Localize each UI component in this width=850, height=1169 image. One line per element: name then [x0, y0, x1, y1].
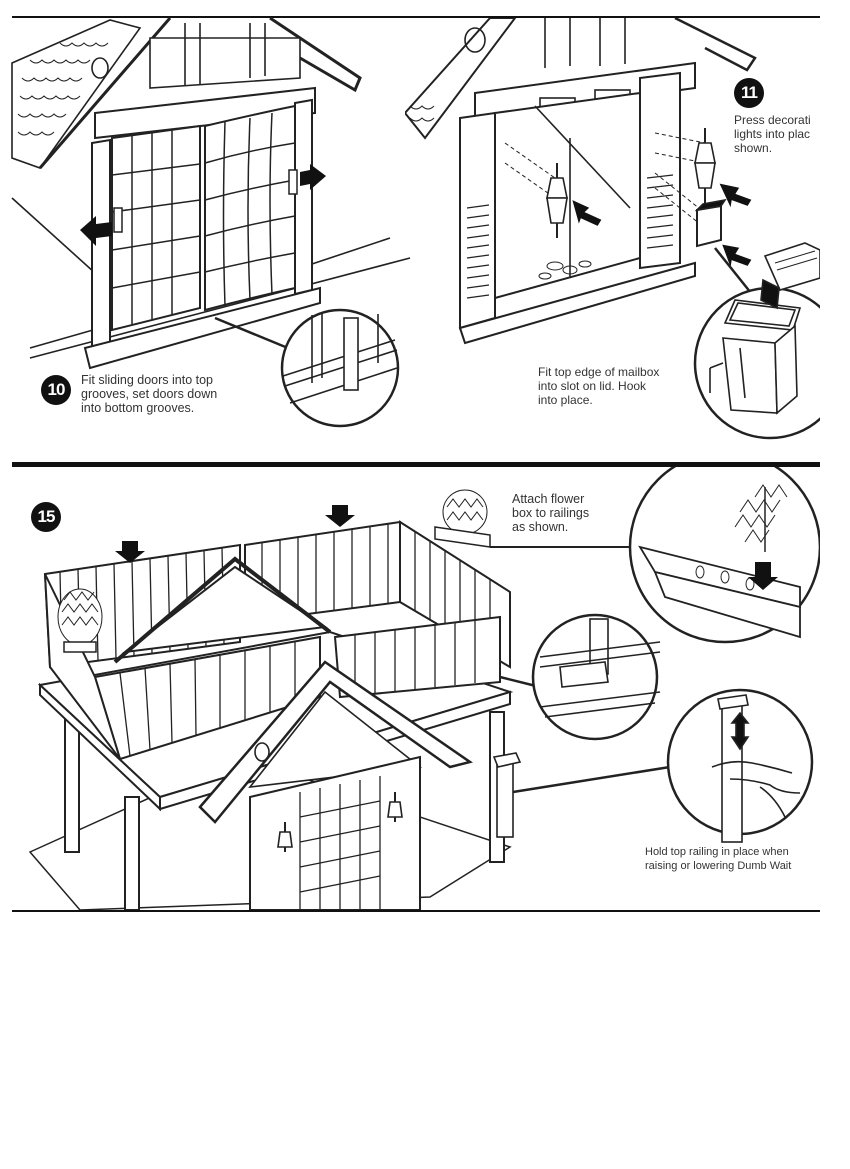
dumbwaiter-line-1: Hold top railing in place when [645, 846, 789, 858]
mailbox-line-2: into slot on lid. Hook [538, 379, 647, 393]
step-10-line-3: into bottom grooves. [81, 401, 195, 415]
top-divider-line [12, 16, 820, 18]
dumbwaiter-line-2: raising or lowering Dumb Wait [645, 860, 792, 872]
step-11-badge: 11 [734, 78, 764, 108]
step-11-line-1: Press decorati [734, 113, 811, 127]
step-11-line-2: lights into plac [734, 127, 811, 141]
step-15-illustration: 15 Attach flower box to railings as show… [0, 467, 820, 910]
flowerbox-instructions: Attach flower box to railings as shown. [512, 492, 589, 534]
dumbwaiter-instructions: Hold top railing in place when raising o… [645, 845, 791, 873]
middle-divider-line [12, 462, 820, 467]
step-11-line-3: shown. [734, 141, 773, 155]
mailbox-line-3: into place. [538, 393, 593, 407]
flowerbox-line-3: as shown. [512, 520, 569, 534]
step-10-line-2: grooves, set doors down [81, 387, 218, 401]
lantern-left [546, 163, 568, 238]
step-10-line-1: Fit sliding doors into top [81, 373, 214, 387]
mailbox-instructions: Fit top edge of mailbox into slot on lid… [538, 365, 659, 407]
flowerbox-line-2: box to railings [512, 506, 590, 520]
step-10-illustration: 10 Fit sliding doors into top grooves, s… [0, 16, 411, 458]
step-11-instructions: Press decorati lights into plac shown. [734, 113, 811, 155]
flowerbox-line-1: Attach flower [512, 492, 585, 506]
bottom-divider-line [12, 910, 820, 912]
step-10-badge: 10 [41, 375, 71, 405]
step-10-instructions: Fit sliding doors into top grooves, set … [81, 373, 217, 415]
step-15-badge: 15 [31, 502, 61, 532]
step-11-illustration: 11 Press decorati lights into plac shown… [405, 18, 820, 458]
mailbox-line-1: Fit top edge of mailbox [538, 365, 660, 379]
